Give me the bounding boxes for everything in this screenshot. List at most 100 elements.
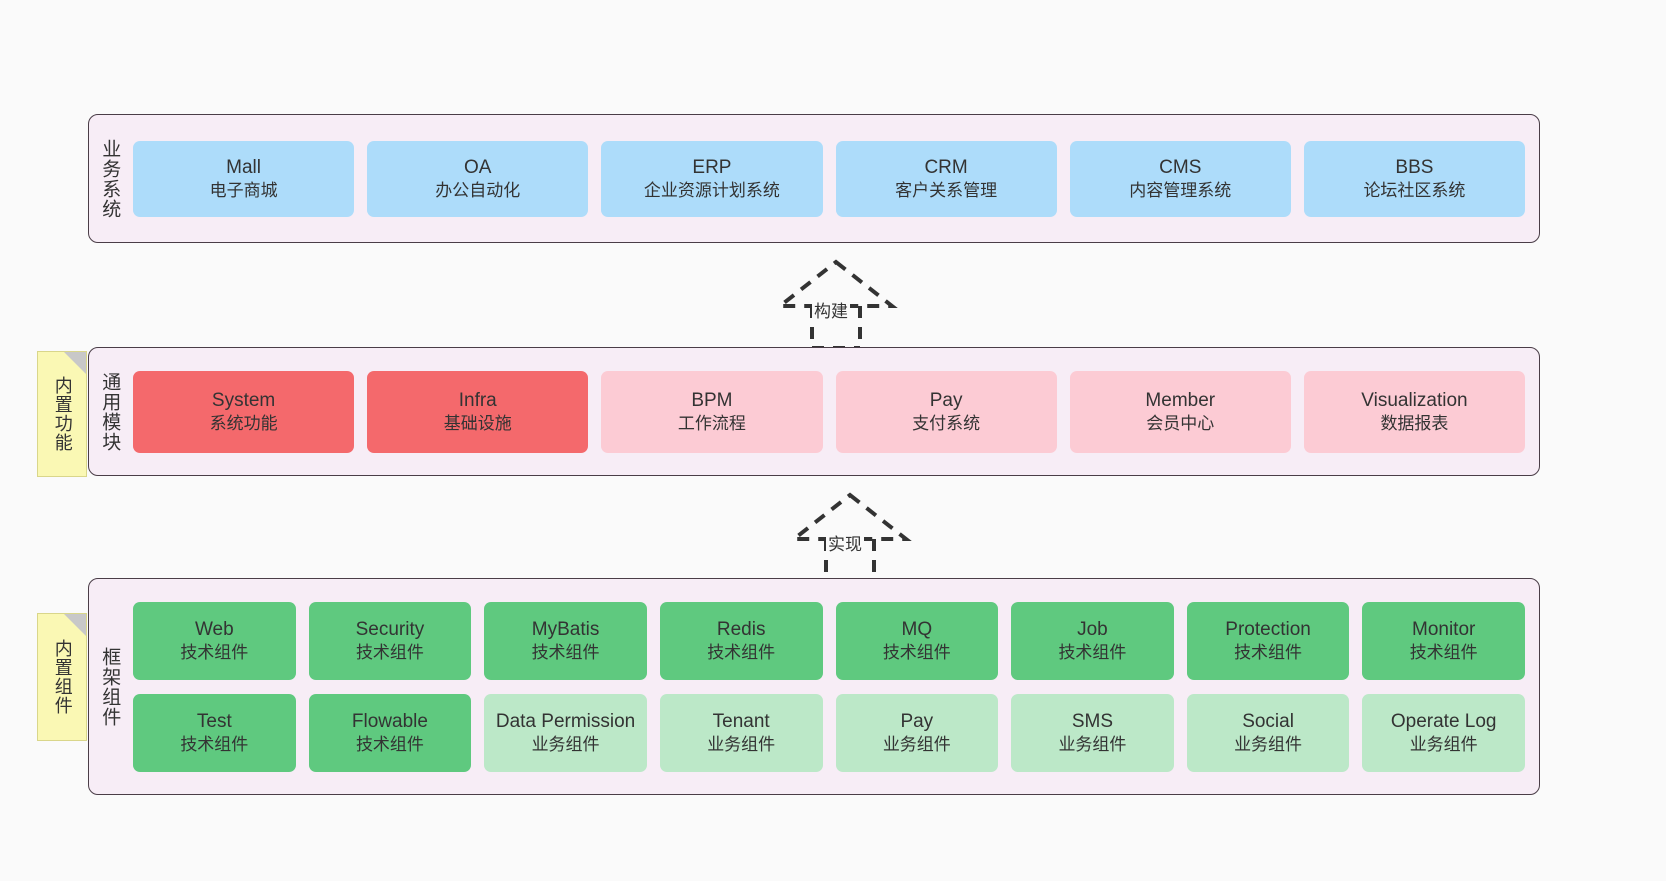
card-title-en: Redis bbox=[716, 619, 766, 640]
sticky-note-builtin-components: 内置组件 bbox=[37, 613, 87, 741]
card-title-cn: 业务组件 bbox=[1058, 734, 1127, 754]
card-title-cn: 内容管理系统 bbox=[1129, 180, 1232, 200]
card-title-en: Operate Log bbox=[1390, 711, 1497, 732]
card-title-cn: 工作流程 bbox=[677, 413, 746, 433]
card-title-en: System bbox=[211, 390, 276, 411]
card-title-cn: 支付系统 bbox=[912, 413, 981, 433]
card-title-cn: 客户关系管理 bbox=[895, 180, 998, 200]
card-title-cn: 业务组件 bbox=[531, 734, 600, 754]
card-title-cn: 电子商城 bbox=[209, 180, 278, 200]
card-title-en: CRM bbox=[924, 157, 968, 178]
card-title-en: Tenant bbox=[712, 711, 770, 732]
card-title-cn: 技术组件 bbox=[1234, 642, 1303, 662]
card-title-en: CMS bbox=[1159, 157, 1202, 178]
card-title-en: BPM bbox=[691, 390, 733, 411]
connector-build-label: 构建 bbox=[812, 297, 850, 322]
card-title-en: Visualization bbox=[1361, 390, 1468, 411]
card-title-cn: 业务组件 bbox=[1234, 734, 1303, 754]
card-title-en: Pay bbox=[900, 711, 934, 732]
card-title-cn: 技术组件 bbox=[180, 734, 249, 754]
card-title-cn: 技术组件 bbox=[882, 642, 951, 662]
card-title-cn: 技术组件 bbox=[180, 642, 249, 662]
card-title-en: MQ bbox=[901, 619, 933, 640]
card-title-cn: 系统功能 bbox=[209, 413, 278, 433]
card-title-en: Infra bbox=[458, 390, 497, 411]
card-title-en: MyBatis bbox=[531, 619, 600, 640]
layer-business-title: 业务系统 bbox=[99, 138, 121, 219]
card-title-cn: 业务组件 bbox=[1409, 734, 1478, 754]
card-title-cn: 办公自动化 bbox=[435, 180, 521, 200]
connector-build: 构建 bbox=[756, 256, 916, 348]
card-title-en: Test bbox=[196, 711, 232, 732]
card-title-cn: 数据报表 bbox=[1380, 413, 1449, 433]
card-title-cn: 会员中心 bbox=[1146, 413, 1215, 433]
card-title-cn: 技术组件 bbox=[355, 734, 424, 754]
card-title-en: Protection bbox=[1225, 619, 1311, 640]
sticky-note-builtin-features: 内置功能 bbox=[37, 351, 87, 477]
card-title-en: ERP bbox=[692, 157, 732, 178]
card-title-cn: 业务组件 bbox=[707, 734, 776, 754]
connector-implement-label: 实现 bbox=[826, 530, 864, 555]
card-title-cn: 技术组件 bbox=[531, 642, 600, 662]
card-title-en: OA bbox=[464, 157, 492, 178]
card-title-cn: 企业资源计划系统 bbox=[643, 180, 780, 200]
card-title-en: Security bbox=[355, 619, 425, 640]
layer-common-title: 通用模块 bbox=[99, 371, 121, 452]
card-title-cn: 基础设施 bbox=[443, 413, 512, 433]
card-title-cn: 技术组件 bbox=[1409, 642, 1478, 662]
card-title-en: Data Permission bbox=[495, 711, 636, 732]
card-title-cn: 业务组件 bbox=[882, 734, 951, 754]
card-title-en: Social bbox=[1242, 711, 1294, 732]
card-title-en: Web bbox=[194, 619, 234, 640]
card-title-en: Pay bbox=[929, 390, 963, 411]
card-title-en: Mall bbox=[226, 157, 261, 178]
card-title-en: Job bbox=[1077, 619, 1108, 640]
card-title-cn: 论坛社区系统 bbox=[1363, 180, 1466, 200]
card-title-en: BBS bbox=[1395, 157, 1434, 178]
card-title-cn: 技术组件 bbox=[707, 642, 776, 662]
card-title-en: Monitor bbox=[1412, 619, 1476, 640]
card-title-en: Member bbox=[1145, 390, 1216, 411]
connector-implement: 实现 bbox=[770, 489, 930, 581]
card-title-cn: 技术组件 bbox=[355, 642, 424, 662]
card-title-cn: 技术组件 bbox=[1058, 642, 1127, 662]
layer-framework-title: 框架组件 bbox=[99, 646, 121, 727]
